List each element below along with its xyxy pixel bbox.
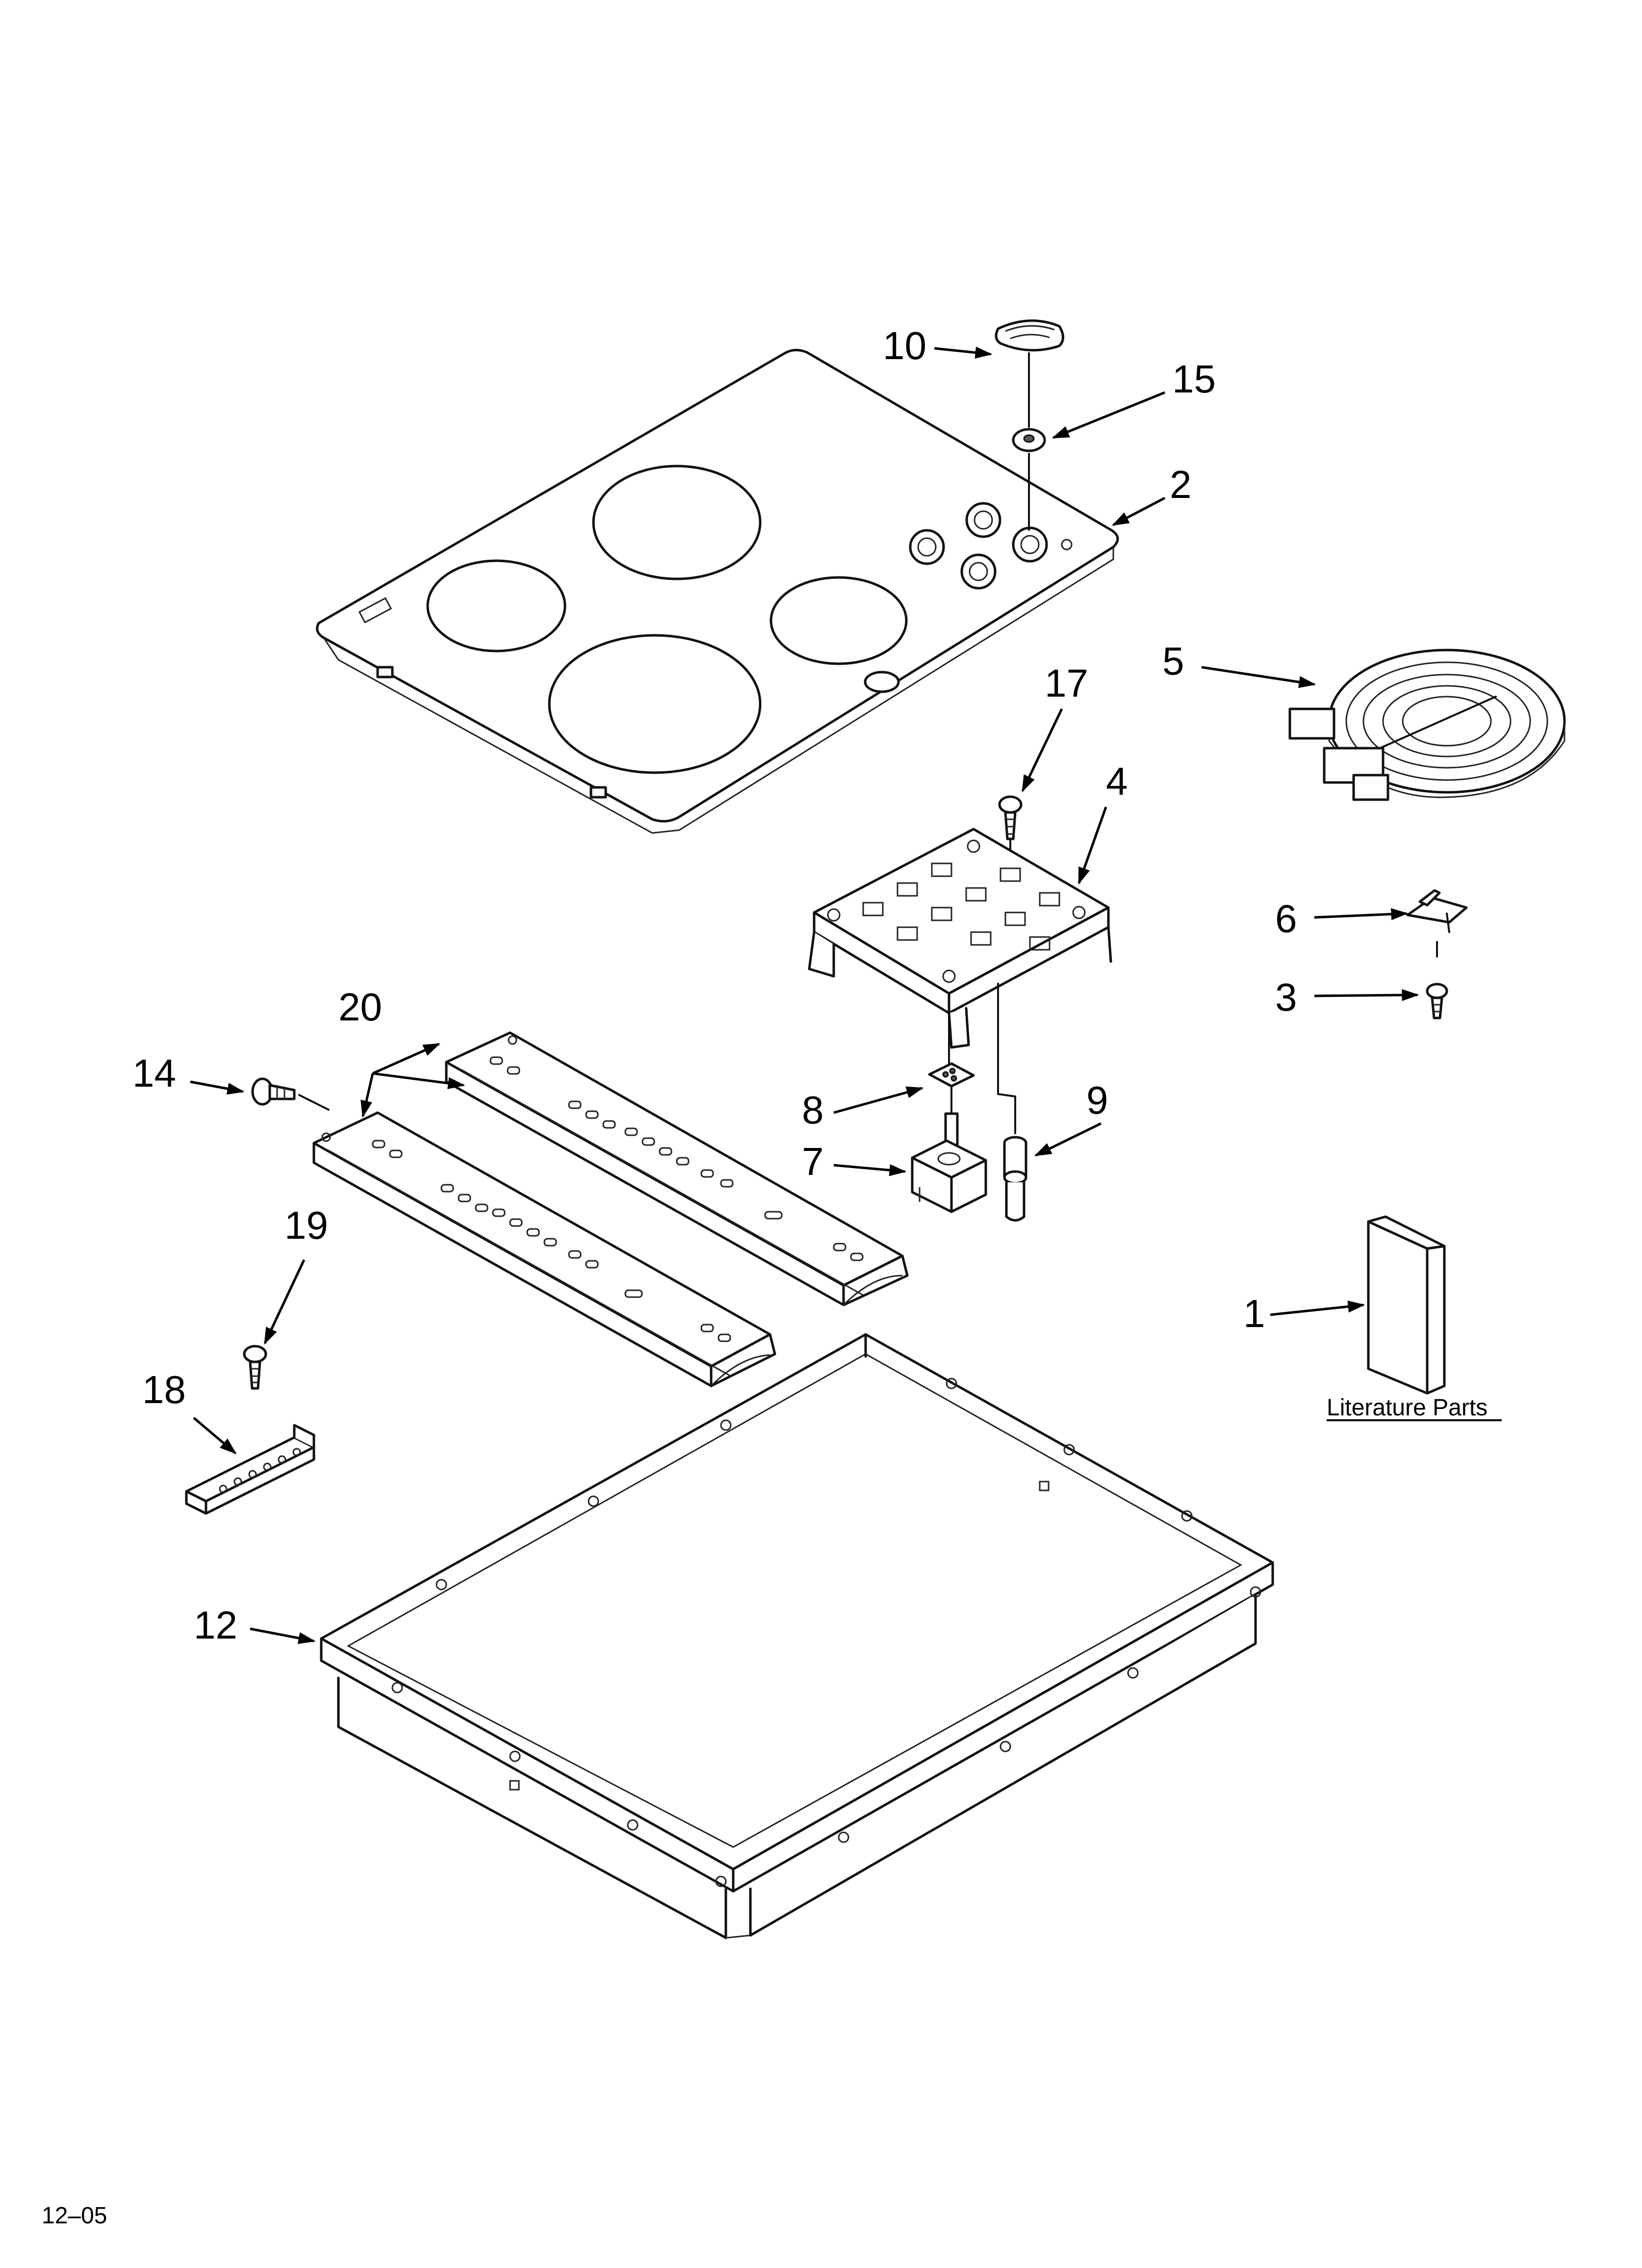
rail-front: [312, 1111, 776, 1387]
callout-4: 4: [1106, 759, 1128, 803]
callout-5: 5: [1162, 639, 1184, 683]
burner-ring-back: [592, 465, 762, 580]
switch-plate: [928, 1062, 975, 1088]
element-clip: [1406, 889, 1468, 933]
screw-17: [998, 795, 1023, 840]
literature-booklet: [1367, 1215, 1446, 1395]
callout-12: 12: [194, 1603, 237, 1647]
knob-washer: [1012, 428, 1046, 452]
cooktop-chassis: [320, 1333, 1274, 1939]
indicator-light: [1003, 1136, 1027, 1222]
callout-6: 6: [1275, 897, 1297, 940]
callout-9: 9: [1086, 1078, 1108, 1122]
footer-date-code: 12–05: [42, 2203, 107, 2229]
screw-3: [1426, 983, 1448, 1019]
screw-19: [243, 1345, 267, 1390]
rail-back: [445, 1031, 909, 1306]
burner-ring-front: [548, 634, 762, 774]
callout-3: 3: [1275, 975, 1297, 1019]
control-knob: [995, 319, 1064, 352]
burner-ring-left: [426, 559, 566, 652]
leader-lines: [190, 346, 1419, 1644]
screw-14: [251, 1077, 296, 1106]
callout-17: 17: [1045, 661, 1088, 705]
radiant-element: [1288, 649, 1566, 801]
callout-2: 2: [1170, 463, 1192, 506]
infinite-switch: [911, 1112, 987, 1213]
callout-7: 7: [802, 1140, 824, 1183]
cooktop-glass: [316, 349, 1119, 834]
callout-8: 8: [802, 1088, 824, 1132]
callout-labels: 10 15 2 5 17 4 6 3 20 14 9 8 7 19 1 18 1…: [132, 324, 1297, 1647]
bracket-18: [185, 1424, 315, 1515]
callout-20: 20: [338, 985, 382, 1029]
callout-18: 18: [142, 1368, 186, 1411]
callout-14: 14: [132, 1051, 176, 1095]
burner-ring-right: [770, 576, 908, 665]
mounting-bracket: [808, 828, 1112, 1049]
callout-1: 1: [1243, 1292, 1265, 1335]
literature-parts-label: Literature Parts: [1327, 1395, 1488, 1421]
callout-15: 15: [1172, 357, 1216, 401]
callout-10: 10: [883, 324, 926, 367]
callout-19: 19: [284, 1203, 328, 1247]
